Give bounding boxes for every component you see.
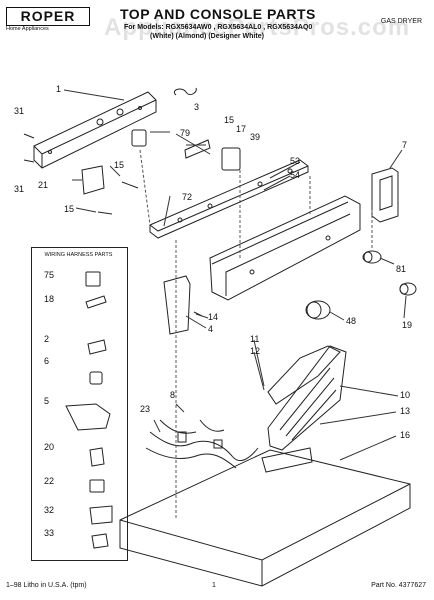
callout-31-top: 31	[14, 106, 25, 116]
brand-subtitle: Home Appliances	[6, 26, 49, 32]
callout-4: 4	[208, 324, 214, 334]
callout-23: 23	[140, 404, 151, 414]
callout-8: 8	[170, 390, 176, 400]
model-line: For Models: RGX5634AW0 , RGX5634AL0 , RG…	[124, 24, 313, 31]
callout-31-bottom: 31	[14, 184, 25, 194]
wiring-harness-box	[31, 247, 128, 561]
callout-15-bottom: 15	[64, 204, 75, 214]
callout-16: 16	[400, 430, 411, 440]
watermark: AppliancePartsPros.com	[104, 14, 411, 41]
wiring-harness-title: WIRING HARNESS PARTS	[44, 252, 113, 258]
callout-1: 1	[56, 84, 62, 94]
callout-5: 5	[44, 396, 50, 406]
callout-72: 72	[182, 192, 193, 202]
callout-7: 7	[402, 140, 408, 150]
footer-litho: 1–98 Litho in U.S.A. (tpm)	[6, 582, 87, 589]
callout-39: 39	[250, 132, 261, 142]
color-line: (White) (Almond) (Designer White)	[150, 33, 264, 40]
callout-13: 13	[400, 406, 411, 416]
callout-33: 33	[44, 528, 55, 538]
callout-2: 2	[44, 334, 50, 344]
callout-54: 54	[290, 170, 301, 180]
callout-12: 12	[250, 346, 261, 356]
callout-6: 6	[44, 356, 50, 366]
callout-11: 11	[250, 334, 260, 344]
callout-79: 79	[180, 128, 191, 138]
callout-18: 18	[44, 294, 55, 304]
callout-15-top: 15	[224, 115, 235, 125]
callout-14: 14	[208, 312, 219, 322]
callout-22: 22	[44, 476, 55, 486]
brand-logo: ROPER	[6, 7, 90, 26]
callout-15-mid: 15	[114, 160, 125, 170]
product-type: GAS DRYER	[380, 18, 422, 25]
callout-53: 53	[290, 156, 301, 166]
callout-32: 32	[44, 505, 55, 515]
callout-19: 19	[402, 320, 413, 330]
part-number: Part No. 4377627	[371, 582, 426, 589]
page-title: TOP AND CONSOLE PARTS	[120, 6, 316, 22]
callout-3: 3	[194, 102, 200, 112]
page-number: 1	[212, 582, 216, 589]
callout-75: 75	[44, 270, 55, 280]
callout-10: 10	[400, 390, 411, 400]
callout-21: 21	[38, 180, 49, 190]
callout-81: 81	[396, 264, 407, 274]
callout-17: 17	[236, 124, 247, 134]
callout-48: 48	[346, 316, 357, 326]
callout-20: 20	[44, 442, 55, 452]
